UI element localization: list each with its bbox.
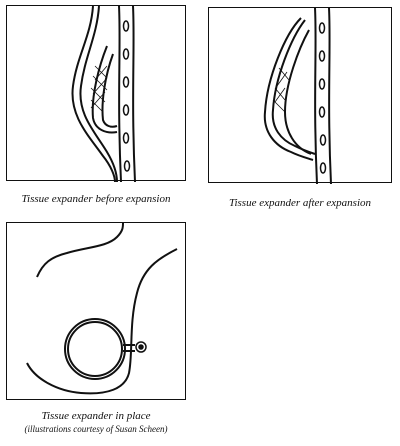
after-expansion-illustration (263, 8, 332, 184)
diagram-before-expansion (6, 5, 186, 182)
caption-before-expansion: Tissue expander before expansion (21, 193, 171, 205)
caption-in-place: Tissue expander in place (41, 410, 151, 422)
in-place-illustration (26, 223, 178, 395)
diagram-in-place (6, 222, 186, 400)
illustration-credit: (illustrations courtesy of Susan Scheen) (24, 424, 168, 434)
before-expansion-illustration (71, 6, 136, 182)
caption-after-expansion: Tissue expander after expansion (228, 197, 372, 209)
diagram-after-expansion (208, 7, 392, 184)
